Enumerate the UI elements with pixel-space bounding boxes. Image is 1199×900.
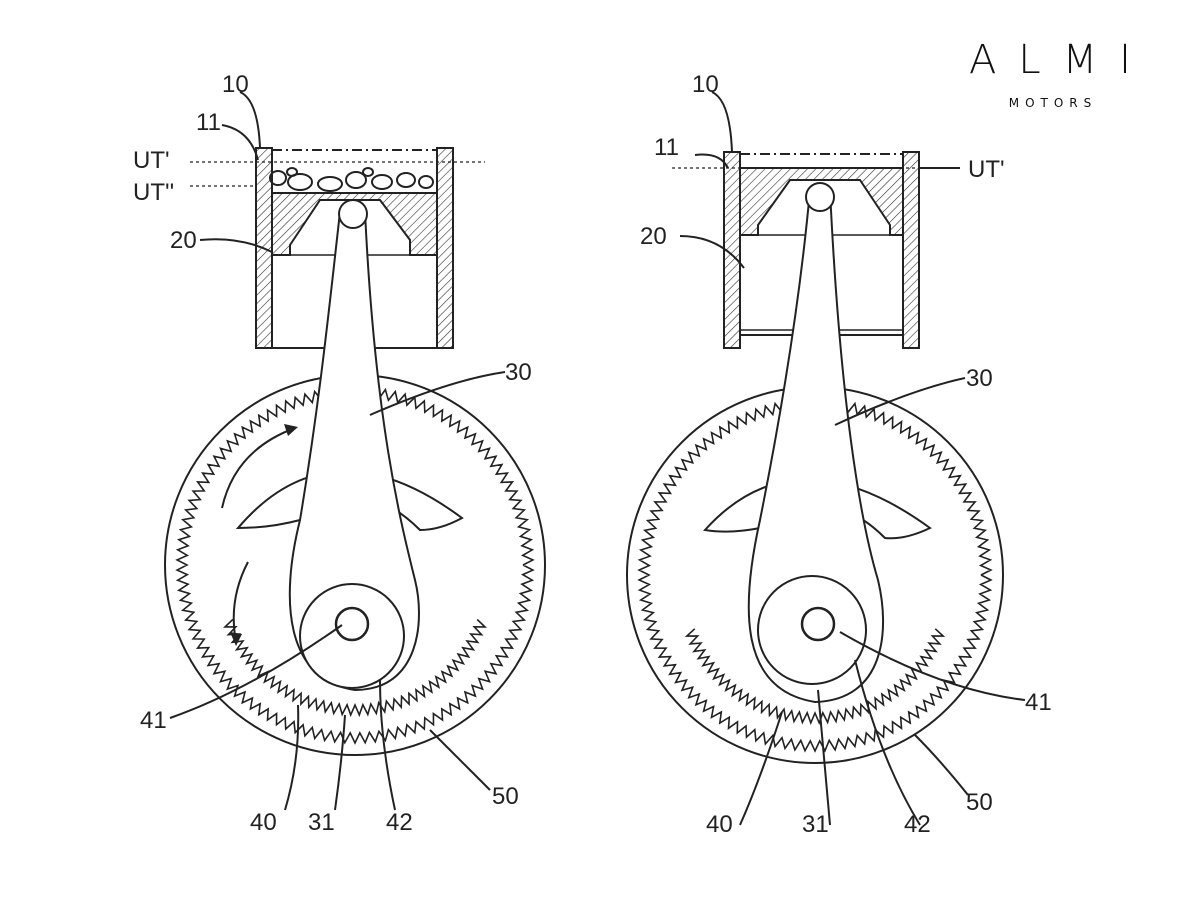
combustion-bubbles [269,167,434,192]
label-41: 41 [1025,689,1052,716]
ring-gear-teeth [637,397,993,753]
cylinder-wall-right [902,151,920,349]
label-ut-prime: UT' [968,156,1005,183]
label-ut-prime: UT' [133,147,170,174]
inner-gear-teeth [222,618,488,718]
cylinder-wall-right [436,147,454,349]
brand-logo: ALMI MOTORS [930,38,1170,110]
label-50: 50 [492,783,519,810]
label-11: 11 [196,109,221,136]
label-10: 10 [222,71,249,98]
label-31: 31 [802,811,829,838]
label-40: 40 [250,809,277,836]
piston-pin [338,199,368,229]
inner-gear-teeth [684,628,946,726]
logo-subtitle: MOTORS [1008,96,1098,110]
label-42: 42 [904,811,931,838]
piston-pin [805,182,835,212]
label-31: 31 [308,809,335,836]
label-ut-double-prime: UT'' [133,179,174,206]
label-42: 42 [386,809,413,836]
label-11: 11 [654,134,679,161]
label-10: 10 [692,71,719,98]
label-41: 41 [140,707,167,734]
ring-gear-teeth [175,385,535,745]
left-figure: 10 11 UT' UT'' 20 30 41 40 31 42 50 [133,71,546,836]
label-30: 30 [966,365,993,392]
label-20: 20 [640,223,667,250]
right-figure: 10 11 UT' 20 30 41 40 31 42 50 [626,71,1052,838]
label-50: 50 [966,789,993,816]
crank-pin [334,606,370,642]
logo-text: ALMI [969,37,1153,83]
connecting-rod [747,189,885,704]
crank-pin [800,606,836,642]
label-40: 40 [706,811,733,838]
connecting-rod [288,211,420,692]
label-20: 20 [170,227,197,254]
label-30: 30 [505,359,532,386]
